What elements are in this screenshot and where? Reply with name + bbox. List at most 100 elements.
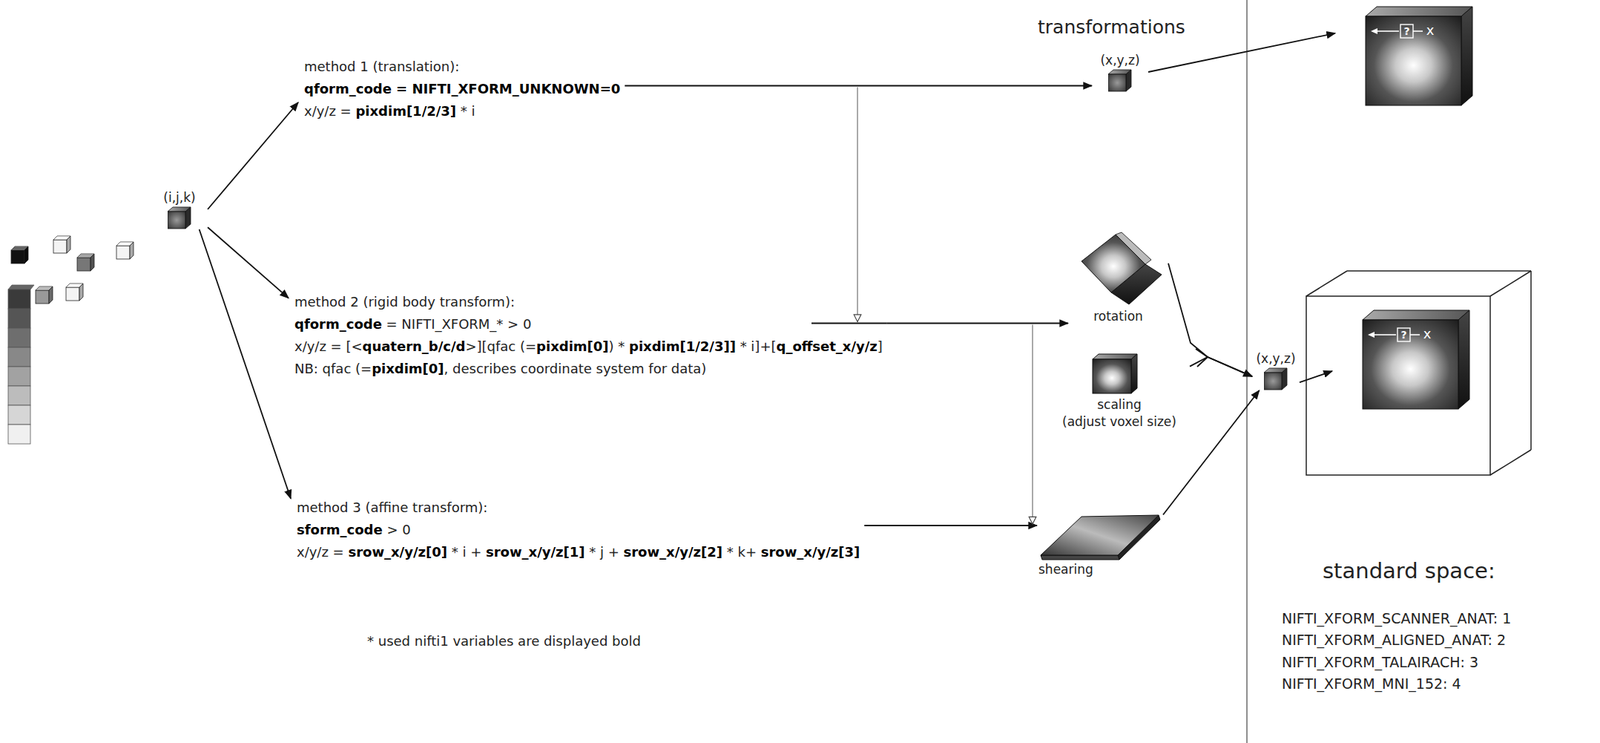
rot-shape-part — [1081, 234, 1146, 293]
shear-shape — [1036, 511, 1164, 561]
voxel-column — [8, 284, 35, 444]
text-run: ] — [877, 338, 883, 354]
voxel-node: (x,y,z) — [1091, 51, 1149, 92]
voxel-cube — [1263, 367, 1288, 391]
merge-bracket — [1195, 348, 1208, 367]
text-run: ) * — [608, 338, 630, 354]
transform-node: rotation — [1068, 229, 1169, 325]
leader-line — [857, 87, 859, 322]
image-cube-shape-part — [1458, 310, 1470, 409]
text-run: x/y/z = [< — [294, 338, 363, 354]
image-cube-shape-part — [1400, 24, 1414, 38]
voxel-column-part — [8, 405, 31, 425]
text-run: srow_x/y/z[1] — [485, 543, 586, 560]
voxel-cloud-part — [66, 283, 84, 301]
standard-space-frame-part — [1306, 270, 1348, 296]
text-run: >][qfac (= — [465, 338, 537, 354]
formula-line: x/y/z = [<quatern_b/c/d>][qfac (=pixdim[… — [288, 335, 888, 358]
formula-line: sform_code > 0 — [290, 518, 865, 541]
text-run: pixdim[0] — [536, 338, 609, 354]
voxel-cube-part — [1264, 372, 1283, 390]
text-run: quatern_b/c/d — [362, 338, 466, 354]
text-run: = NIFTI_XFORM_* > 0 — [382, 315, 532, 332]
leader-line — [811, 322, 888, 325]
text-run: , describes coordinate system for data) — [444, 360, 707, 377]
image-cube-shape-part — [1370, 28, 1378, 35]
image-cube-shape-part — [1362, 310, 1470, 320]
text-run: pixdim[1/2/3] — [355, 103, 457, 119]
method-block: method 3 (affine transform):sform_code >… — [290, 496, 865, 564]
voxel-column-part — [8, 424, 31, 444]
node-label: (x,y,z) — [1252, 350, 1300, 368]
leader-lines — [811, 87, 1033, 525]
image-cube-shape-part — [1365, 6, 1473, 17]
standard-space-frame — [1306, 270, 1532, 475]
formula-line: x/y/z = pixdim[1/2/3] * i — [298, 100, 625, 123]
arrow-connector — [1299, 370, 1333, 383]
voxel-column-part — [8, 385, 31, 406]
voxel-cube — [167, 206, 192, 230]
scale-shape-part — [1092, 353, 1138, 360]
text-run: x/y/z = — [296, 543, 348, 560]
image-cube-shape-part — [1397, 327, 1411, 342]
divider-line — [1246, 0, 1247, 743]
text-run: q_offset_x/y/z — [776, 338, 878, 354]
scale-shape — [1048, 350, 1183, 397]
formula-line: qform_code = NIFTI_XFORM_UNKNOWN=0 — [298, 77, 625, 101]
scale-shape-part — [1131, 353, 1138, 394]
method-block: method 1 (translation):qform_code = NIFT… — [298, 55, 625, 123]
arrow-connector — [1163, 390, 1260, 515]
transform-node: shearing — [1036, 511, 1164, 578]
text-run: qform_code = NIFTI_XFORM_UNKNOWN=0 — [304, 80, 621, 97]
standard-space-frame-part — [1530, 270, 1532, 450]
text-run: srow_x/y/z[3] — [761, 543, 861, 560]
image-cube-shape — [1332, 308, 1474, 413]
text-run: qform_code — [294, 315, 383, 332]
voxel-cloud-part — [77, 253, 95, 271]
voxel-cloud-part — [11, 246, 29, 264]
text-run: x/y/z = — [304, 103, 356, 119]
axis-symbol: x — [1421, 324, 1433, 343]
node-label: (x,y,z) — [1091, 51, 1149, 69]
text-run: * k+ — [722, 543, 762, 560]
rot-shape — [1068, 229, 1169, 308]
standard-space-frame-part — [1490, 270, 1532, 296]
text-run: * i + — [447, 543, 486, 560]
text-run: * i — [456, 103, 475, 119]
shear-shape-part — [1040, 554, 1120, 560]
voxel-column-part — [8, 308, 31, 328]
voxel-cube-part — [168, 211, 187, 229]
scale-shape-part — [1092, 359, 1132, 394]
arrow-connector — [207, 102, 299, 210]
image-cube-shape-part — [1365, 16, 1462, 106]
voxel-cube — [1108, 68, 1132, 92]
panel-heading: standard space: — [1322, 557, 1496, 584]
voxel-column-part — [8, 366, 31, 386]
axis-symbol: ? — [1400, 24, 1414, 38]
formula-line: method 3 (affine transform): — [290, 496, 865, 519]
image-cube-shape-part — [1372, 333, 1397, 336]
code-list-item: NIFTI_XFORM_SCANNER_ANAT: 1 — [1281, 609, 1511, 627]
node-label: scaling (adjust voxel size) — [1048, 396, 1190, 431]
image-cube-shape — [1335, 5, 1477, 110]
voxel-column-part — [8, 347, 31, 367]
arrow-connector — [624, 85, 1092, 87]
voxel-cube-part — [1108, 74, 1127, 92]
voxel-cloud-part — [35, 286, 53, 304]
image-cube-shape-part — [1362, 319, 1459, 409]
formula-line: x/y/z = srow_x/y/z[0] * i + srow_x/y/z[1… — [290, 540, 865, 564]
arrow-connector — [199, 229, 291, 499]
text-run: > 0 — [382, 521, 411, 538]
code-list-item: NIFTI_XFORM_TALAIRACH: 3 — [1281, 653, 1479, 670]
code-list-item: NIFTI_XFORM_ALIGNED_ANAT: 2 — [1281, 631, 1506, 648]
standard-space-frame-part — [1306, 295, 1491, 475]
node-label: shearing — [1036, 560, 1164, 578]
arrow-connector — [1189, 356, 1253, 377]
voxel-node: (i,j,k) — [151, 189, 208, 230]
method-block: method 2 (rigid body transform):qform_co… — [288, 290, 888, 380]
shear-shape-part — [1040, 514, 1159, 555]
formula-line: method 2 (rigid body transform): — [288, 290, 888, 314]
voxel-cloud-part — [53, 235, 71, 253]
